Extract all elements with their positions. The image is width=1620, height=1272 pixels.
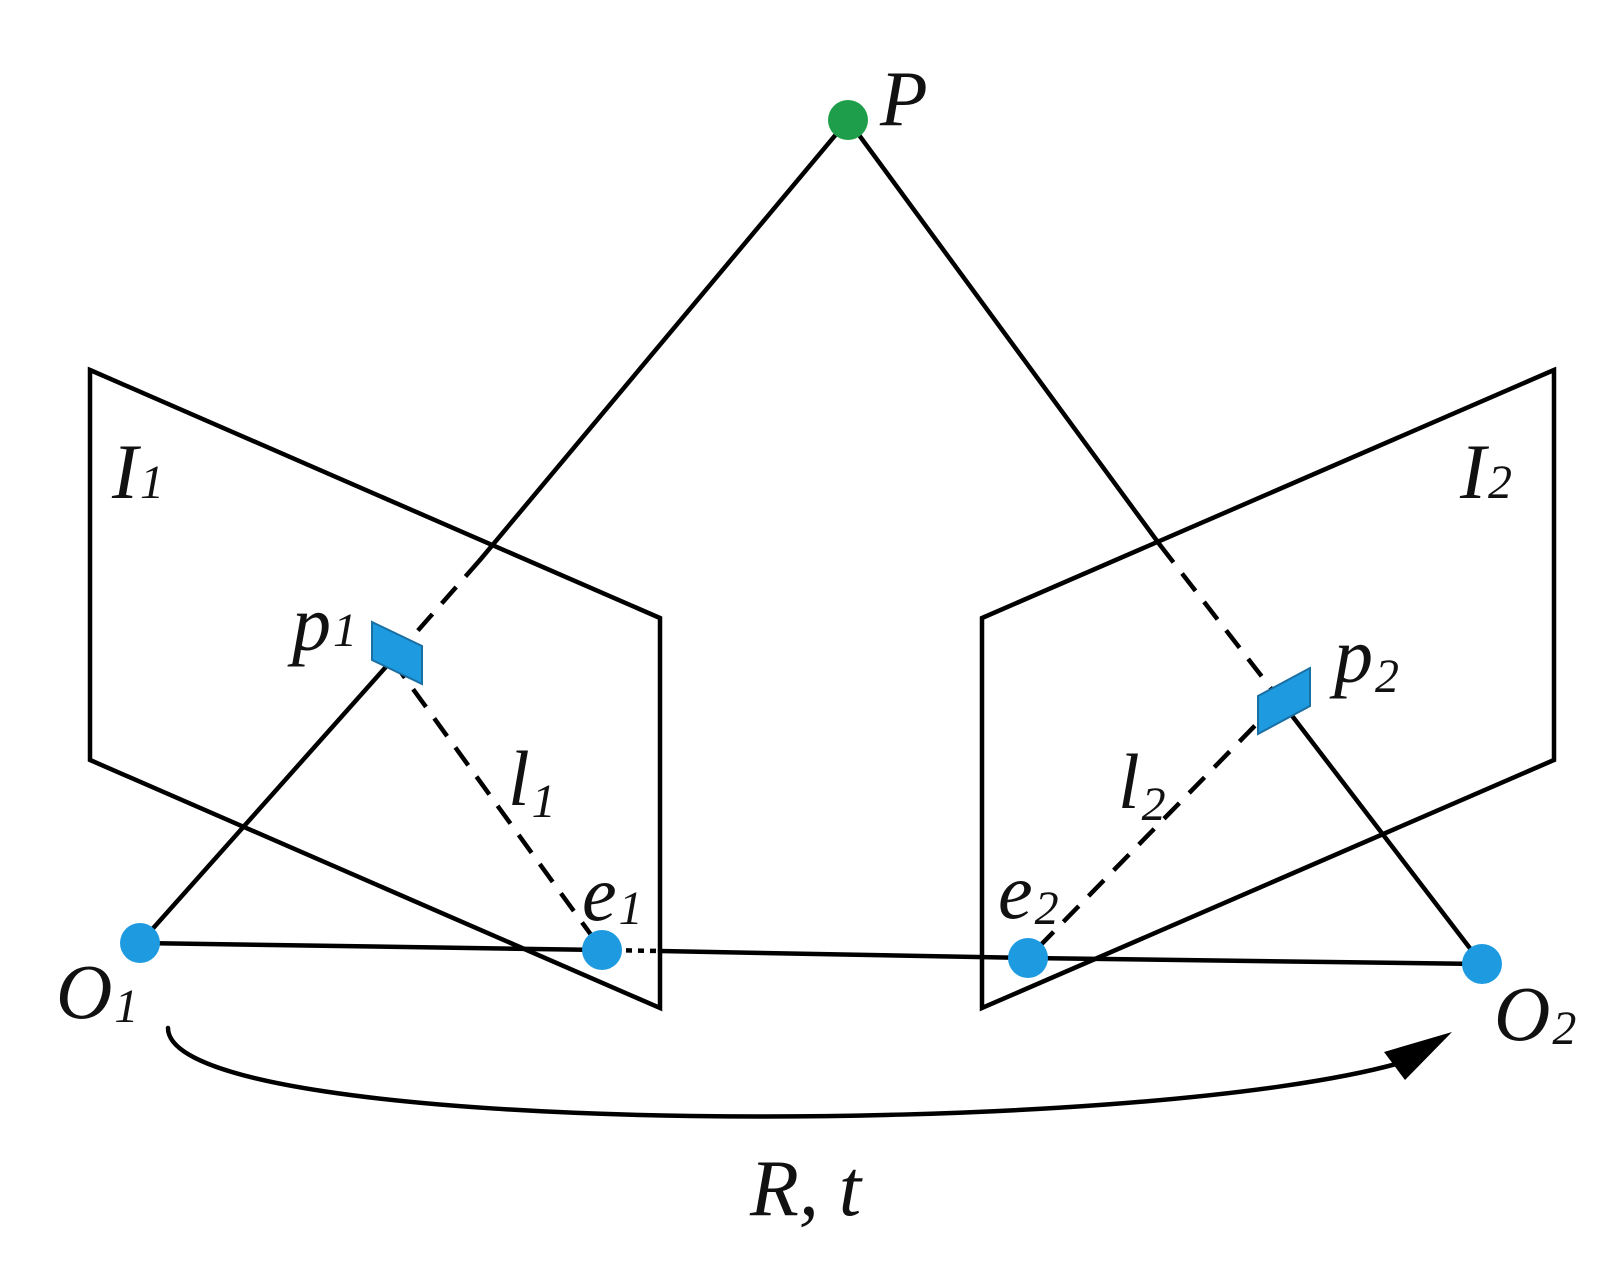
world-point-P	[828, 100, 868, 140]
image-point-p2	[1257, 666, 1311, 736]
label-O2: O2	[1494, 970, 1576, 1057]
baseline-e1-plane-gap	[601, 947, 661, 954]
image-point-p1	[371, 620, 423, 686]
motion-arrow-curve	[165, 1025, 1413, 1119]
image-plane-2	[979, 366, 1557, 1012]
ray-P-to-plane1	[477, 117, 851, 563]
baseline-e2-O2	[1025, 955, 1485, 967]
epipolar-line-l2	[1026, 698, 1282, 960]
label-l1: l1	[508, 735, 556, 828]
ray-O1-to-p1	[137, 657, 395, 946]
label-O1: O1	[56, 948, 138, 1035]
label-p2: p2	[1329, 612, 1399, 703]
image-plane-1	[87, 366, 663, 1012]
ray-P-to-plane2	[845, 117, 1163, 548]
label-P: P	[879, 55, 928, 142]
epipole-e1	[582, 930, 622, 970]
camera-center-O2	[1462, 944, 1502, 984]
label-e1: e1	[582, 850, 643, 937]
label-l2: l2	[1118, 738, 1166, 831]
baseline-O1-e1	[137, 940, 605, 953]
label-e2: e2	[998, 848, 1059, 935]
epipole-e2	[1008, 938, 1048, 978]
motion-arrow-head	[1384, 1032, 1452, 1080]
label-rotation-translation: R, t	[749, 1145, 863, 1233]
camera-center-O1	[120, 923, 160, 963]
label-p1: p1	[287, 580, 357, 667]
epipolar-line-l1	[390, 658, 604, 952]
label-I2: I2	[1459, 428, 1512, 515]
label-I1: I1	[111, 428, 164, 515]
baseline-e1-e2	[657, 948, 1031, 961]
ray-P-to-p2-dashed	[1158, 543, 1282, 702]
ray-O2-to-p2	[1277, 697, 1485, 967]
